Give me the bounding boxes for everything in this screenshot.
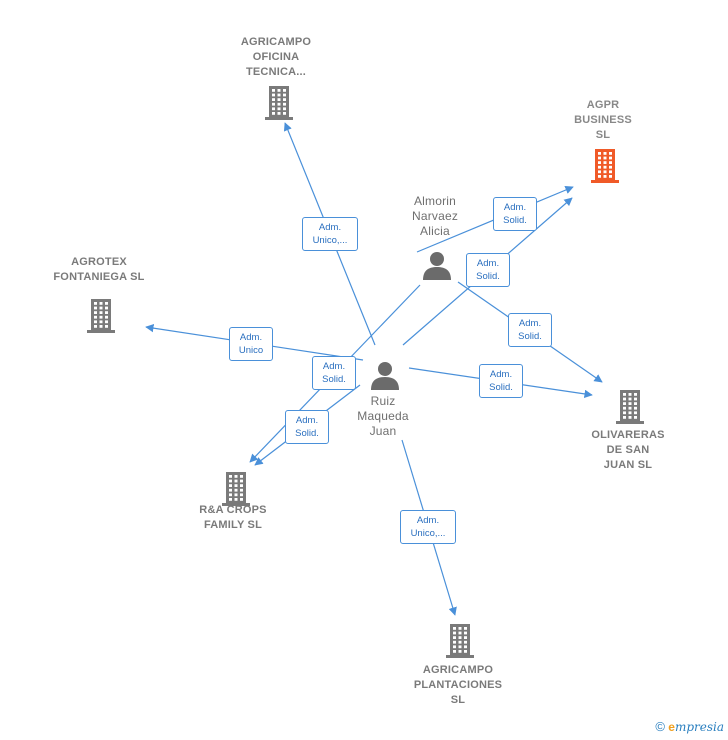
copyright-symbol: ©: [655, 719, 665, 734]
node-label-almorin[interactable]: Almorin Narvaez Alicia: [411, 194, 459, 238]
footer-brand[interactable]: © empresia: [655, 719, 724, 734]
building-icon-agrotex[interactable]: [86, 298, 116, 339]
building-icon-ra_crops[interactable]: [221, 471, 251, 512]
node-label-agrotex[interactable]: AGROTEX FONTANIEGA SL: [53, 256, 145, 283]
brand-initial: e: [668, 720, 675, 734]
building-icon-agricampo_oficina[interactable]: [264, 85, 294, 126]
building-icon-agricampo_plantaciones[interactable]: [445, 623, 475, 664]
edge-label-ruiz-to-agrotex[interactable]: Adm. Unico: [229, 327, 273, 361]
focus-building-icon-agpr_business[interactable]: [590, 148, 620, 189]
brand-name: mpresia: [674, 720, 724, 734]
person-icon-ruiz[interactable]: [370, 360, 400, 395]
node-label-agricampo_oficina[interactable]: AGRICAMPO OFICINA TECNICA...: [240, 36, 312, 78]
edge-label-ruiz-to-agpr_business[interactable]: Adm. Solid.: [466, 253, 510, 287]
edge-label-almorin-to-olivareras[interactable]: Adm. Solid.: [508, 313, 552, 347]
edge-label-ruiz-to-agricampo_plantaciones[interactable]: Adm. Unico,...: [400, 510, 456, 544]
node-label-agricampo_plantaciones[interactable]: AGRICAMPO PLANTACIONES SL: [413, 664, 503, 706]
edge-label-almorin-to-ra_crops[interactable]: Adm. Solid.: [312, 356, 356, 390]
edge-label-ruiz-to-ra_crops[interactable]: Adm. Solid.: [285, 410, 329, 444]
node-label-agpr_business[interactable]: AGPR BUSINESS SL: [574, 99, 632, 141]
node-label-ruiz[interactable]: Ruiz Maqueda Juan: [357, 394, 409, 438]
edge-label-ruiz-to-agricampo_oficina[interactable]: Adm. Unico,...: [302, 217, 358, 251]
edge-label-almorin-to-agpr_business[interactable]: Adm. Solid.: [493, 197, 537, 231]
node-label-olivareras[interactable]: OLIVARERAS DE SAN JUAN SL: [591, 429, 665, 471]
person-icon-almorin[interactable]: [422, 250, 452, 285]
building-icon-olivareras[interactable]: [615, 389, 645, 430]
edge-label-ruiz-to-olivareras[interactable]: Adm. Solid.: [479, 364, 523, 398]
node-label-ra_crops[interactable]: R&A CROPS FAMILY SL: [199, 504, 267, 531]
